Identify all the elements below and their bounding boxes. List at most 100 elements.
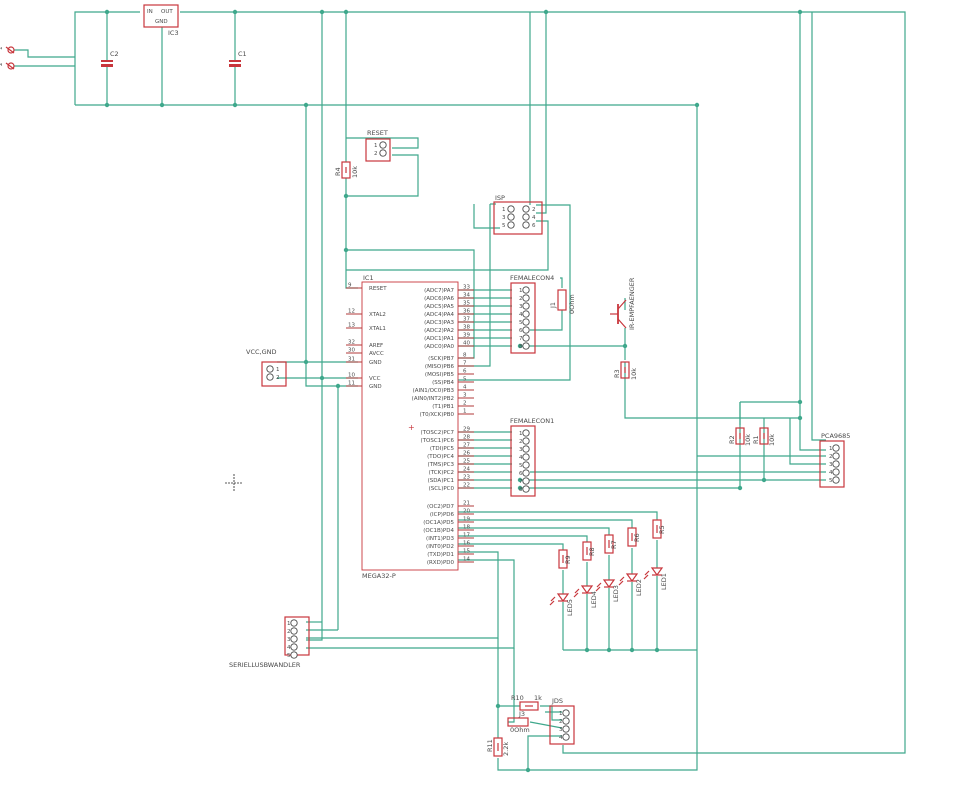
mcu-pin-name: (OC2)PD7 (427, 504, 455, 510)
mcu-pin-number: 1 (463, 409, 467, 415)
mcu-pin-name: AVCC (369, 351, 384, 357)
resistor-r10: R10 1k (511, 694, 542, 711)
led-ref: LED4 (590, 591, 598, 608)
led-icon (650, 567, 664, 577)
serial-ref: SERIELLUSBWANDLER (229, 661, 301, 669)
femaleconn4-hole (522, 302, 530, 310)
mcu-pin-number: 29 (463, 427, 470, 433)
mcu-pin-number: 36 (463, 309, 470, 315)
mcu-pin-number: 4 (463, 385, 467, 391)
r10-value: 1k (534, 694, 542, 702)
pca-ref: PCA9685 (821, 432, 850, 440)
mcu-pin-name: VCC (369, 376, 381, 382)
femaleconn4-pin-number: 3 (519, 304, 523, 310)
isp-connector: 1 2 3 4 5 6 ISP (493, 194, 543, 235)
mcu-pin-name: RESET (369, 286, 387, 292)
j1-ref: J1 (549, 302, 557, 309)
nets (14, 11, 906, 771)
mcu-pin-number: 25 (463, 459, 470, 465)
mcu-pin-name: (AIN1/OC0)PB3 (413, 388, 455, 394)
j3-ref: J3 (518, 710, 525, 718)
reset-connector: 1 2 RESET (365, 129, 391, 162)
jds-pin-number: 1 (559, 711, 563, 717)
femaleconn4-ref: FEMALECON4 (510, 274, 554, 282)
serial-hole (290, 635, 298, 643)
femaleconn1-ref: FEMALECON1 (510, 417, 554, 425)
mcu-pin-name: (OC1B)PD4 (423, 528, 454, 534)
led-resistor (604, 534, 614, 554)
led-resistor-ref: R7 (610, 540, 618, 549)
serial-hole (290, 627, 298, 635)
jumper-j1: J1 0Ohm (549, 289, 576, 314)
receiver-ref: IR-EMPFAENGER (628, 277, 636, 330)
mcu-pin-name: (MISO)PB6 (425, 364, 455, 370)
femaleconn4-pin-number: 5 (519, 320, 523, 326)
serial-pin-number: 2 (287, 629, 291, 635)
mcu-pin-name: (SS)PB4 (432, 380, 454, 386)
mcu-orientation-mark: + (408, 423, 415, 432)
j3-value: 0Ohm (510, 726, 530, 734)
femaleconn4-hole (522, 310, 530, 318)
mcu-pin-number: 16 (463, 541, 470, 547)
serial-pin-number: 5 (287, 653, 291, 659)
mcu-pin-number: 2 (463, 401, 467, 407)
pca-pin-number: 3 (829, 462, 833, 468)
mcu-pin-name: (ICP)PD6 (430, 512, 455, 518)
mcu-pin-name: (AIN0/INT2)PB2 (412, 396, 454, 402)
femaleconn1-pin-number: 1 (519, 431, 523, 437)
led-ref: LED3 (612, 585, 620, 602)
mcu-pin-number: 19 (463, 517, 470, 523)
led-resistor-ref: R8 (588, 547, 596, 556)
mcu-pin-number: 39 (463, 333, 470, 339)
mcu-pin-number: 7 (463, 361, 467, 367)
r3-ref: R3 (613, 369, 621, 378)
serial-pin-number: 1 (287, 621, 291, 627)
femaleconn4-pin-number: 1 (519, 288, 523, 294)
femaleconn4-pin-number: 4 (519, 312, 523, 318)
mcu-pin-number: 15 (463, 549, 470, 555)
jds-pin-number: 4 (559, 735, 563, 741)
mcu-pin-name: (TMS)PC3 (427, 462, 454, 468)
mcu-pin-name: (TXD)PD1 (427, 552, 454, 558)
capacitor-c2: C2 (101, 50, 119, 67)
mcu-pin-number: 14 (463, 557, 470, 563)
isp-pin-5: 5 (502, 223, 506, 229)
mcu-pin-name: (T1)PB1 (432, 404, 454, 410)
r11-value: 2.2k (502, 742, 510, 756)
femaleconn1-pin-number: 6 (519, 471, 523, 477)
mcu-pin-number: 23 (463, 475, 470, 481)
mcu-pin-name: (ADC0)PA0 (424, 344, 454, 350)
serial-hole (290, 643, 298, 651)
mcu-pin-name: (INT1)PD3 (426, 536, 454, 542)
femaleconn1-hole (522, 485, 530, 493)
mcu-pin-number: 27 (463, 443, 470, 449)
femaleconn1-hole (522, 429, 530, 437)
vcc-gnd-ref: VCC,GND (246, 348, 277, 356)
regulator-ref: IC3 (168, 29, 179, 37)
pca-hole (832, 444, 840, 452)
serial-pin-number: 4 (287, 645, 291, 651)
mcu-pin-name: AREF (369, 343, 383, 349)
mcu-pin-number: 30 (348, 348, 355, 354)
ir-receiver: IR-EMPFAENGER (610, 277, 636, 330)
led-resistor (582, 541, 592, 561)
regulator-gnd-label: GND (155, 19, 168, 25)
r3-value: 10k (630, 368, 638, 380)
led-ref: LED2 (635, 579, 643, 596)
pca-hole (832, 468, 840, 476)
serial-hole (290, 619, 298, 627)
mcu-pin-name: GND (369, 360, 382, 366)
regulator-in-label: IN (147, 9, 153, 15)
mcu-pin-name: (ADC3)PA3 (424, 320, 454, 326)
pca-hole (832, 452, 840, 460)
mcu-pin-name: (TOSC1)PC6 (421, 438, 455, 444)
voltage-regulator: IN OUT GND IC3 (143, 4, 179, 37)
mcu-pin-number: 10 (348, 373, 355, 379)
mcu-pin-number: 35 (463, 301, 470, 307)
led-icon (602, 579, 616, 589)
jds-pin-number: 3 (559, 727, 563, 733)
